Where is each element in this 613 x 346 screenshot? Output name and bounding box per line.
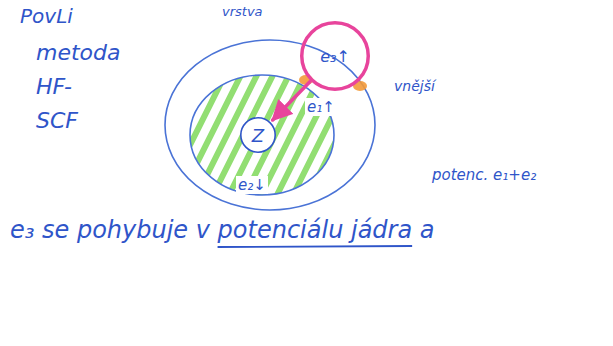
potential-note: potenc. e₁+e₂: [432, 166, 536, 184]
hatch-stroke: [144, 65, 214, 205]
electron-circle: e₃↑: [300, 21, 370, 91]
hatch-stroke: [96, 65, 166, 205]
nucleus-circle: Z: [240, 117, 276, 153]
electron-label: e₂↓: [236, 176, 268, 194]
method-name: metoda HF- SCF: [36, 36, 121, 138]
green-hatching: [80, 65, 390, 205]
hatch-stroke: [208, 65, 278, 205]
hatch-stroke: [128, 65, 198, 205]
node-circle: [241, 118, 275, 152]
node-text: Z: [252, 125, 264, 146]
explanation: e₃ se pohybuje v potenciálu jádra a: [10, 216, 435, 245]
shell-label: vnější: [394, 78, 435, 95]
hatch-stroke: [112, 65, 182, 205]
node-circle: [302, 23, 369, 90]
note: PovLi: [20, 4, 73, 28]
inner-shell: [190, 75, 334, 195]
hatch-stroke: [320, 65, 390, 205]
underline: [218, 246, 413, 247]
shell-label: vrstva: [222, 4, 263, 20]
hatch-stroke: [80, 65, 150, 205]
node-text: e₃↑: [320, 47, 350, 66]
hatch-stroke: [272, 65, 342, 205]
underline-stroke: [218, 246, 413, 247]
hatch-stroke: [304, 65, 374, 205]
electron-label: e₁↑: [305, 98, 337, 116]
outer-shell: [165, 40, 375, 210]
